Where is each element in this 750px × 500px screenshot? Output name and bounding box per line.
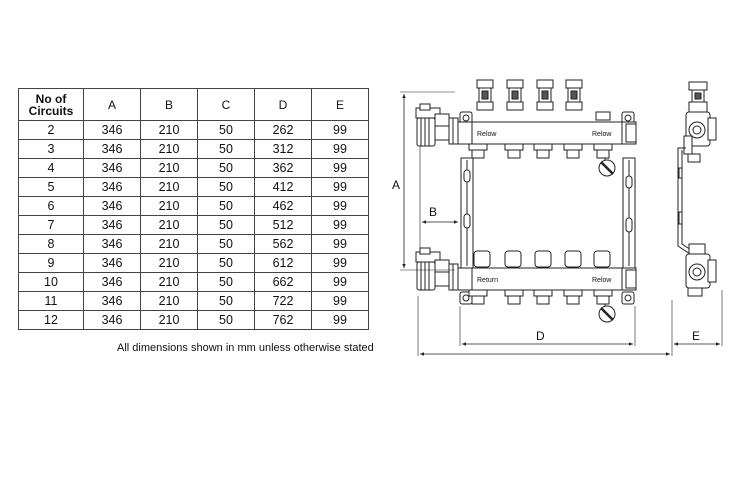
dim-a-label: A (392, 178, 400, 192)
dim-d-label: D (536, 329, 545, 343)
dim-b-label: B (429, 205, 437, 219)
bottom-bar-right-label: Relow (592, 277, 612, 284)
top-bar-right-label: Relow (592, 131, 612, 138)
table-cell: 99 (311, 215, 369, 235)
flowmeters (476, 79, 611, 121)
table-cell: 99 (311, 291, 369, 311)
table-cell: 346 (83, 158, 141, 178)
table-cell: 346 (83, 120, 141, 140)
table-cell: 99 (311, 196, 369, 216)
table-cell: 662 (254, 272, 312, 292)
table-cell: 722 (254, 291, 312, 311)
table-cell: 99 (311, 310, 369, 330)
manifold-front-view (415, 79, 637, 323)
dim-e-label: E (692, 329, 700, 343)
manifold-side-view (677, 81, 717, 297)
header-d: D (254, 88, 312, 121)
table-cell: 210 (140, 272, 198, 292)
table-cell: 210 (140, 158, 198, 178)
table-cell: 50 (197, 310, 255, 330)
table-cell: 210 (140, 120, 198, 140)
top-ball-valve (415, 103, 459, 147)
table-cell: 312 (254, 139, 312, 159)
table-cell: 99 (311, 139, 369, 159)
top-bar-left-label: Relow (477, 131, 497, 138)
table-cell: 210 (140, 310, 198, 330)
table-cell: 50 (197, 291, 255, 311)
header-circuits-line2: Circuits (28, 103, 74, 118)
table-cell: 99 (311, 234, 369, 254)
table-cell: 762 (254, 310, 312, 330)
header-circuits-line1: No of (35, 91, 67, 106)
table-cell: 210 (140, 253, 198, 273)
dimension-lines (400, 91, 723, 356)
units-note: All dimensions shown in mm unless otherw… (117, 342, 374, 354)
bottom-bar-left-label: Return (477, 277, 498, 284)
table-cell: 362 (254, 158, 312, 178)
table-cell: 12 (18, 310, 84, 330)
bottom-ball-valve (415, 247, 459, 291)
header-e: E (311, 88, 369, 121)
